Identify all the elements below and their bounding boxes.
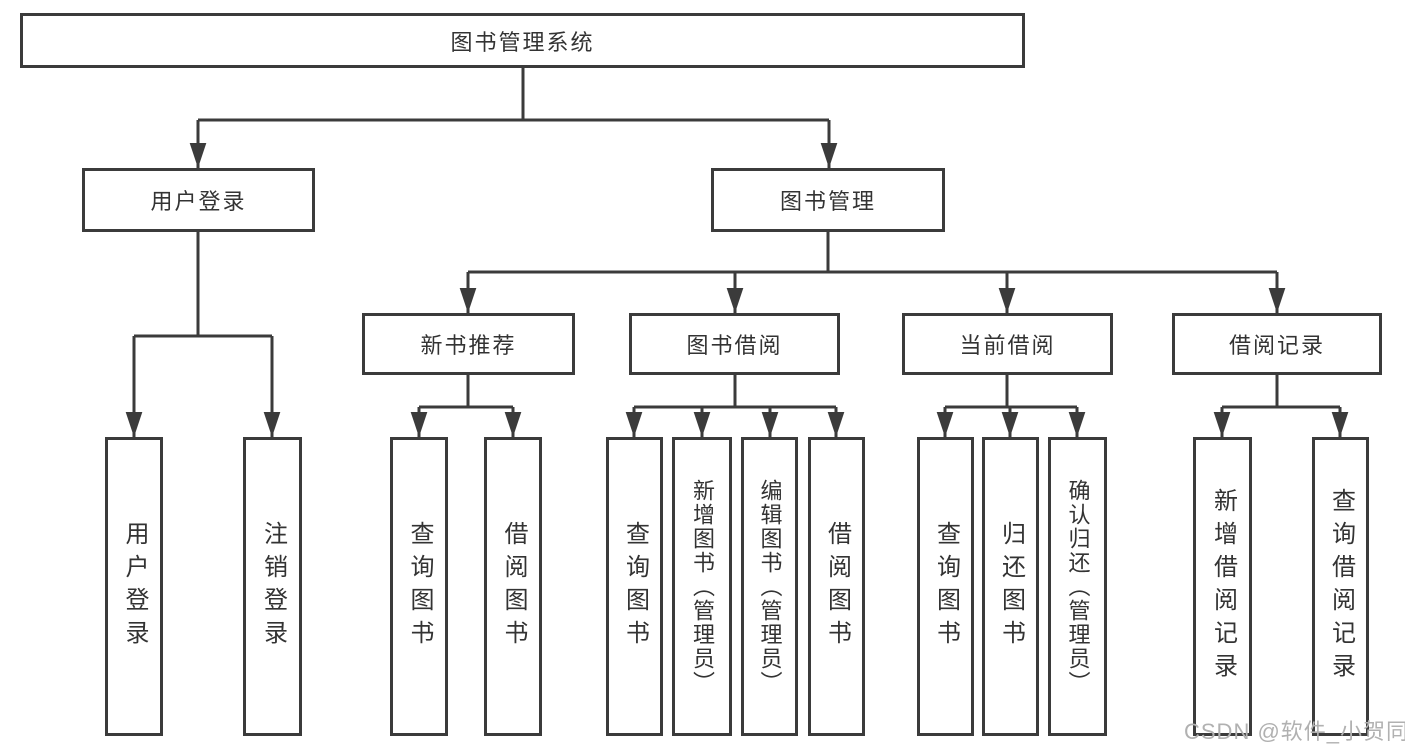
node-label: 图书管理系统 (450, 29, 595, 55)
node-book-borrowing: 图书借阅 (629, 313, 840, 375)
node-leaf-borrow-book-1: 借阅图书 (484, 437, 542, 736)
node-label: 归还图书 (997, 520, 1025, 653)
node-leaf-borrow-book-2: 借阅图书 (808, 437, 865, 736)
node-current-borrowing: 当前借阅 (902, 313, 1113, 375)
node-label: 查询借阅记录 (1327, 487, 1355, 686)
node-label: 图书借阅 (686, 333, 783, 358)
node-label: 借阅图书 (823, 520, 851, 653)
node-new-book-recommend: 新书推荐 (362, 313, 575, 375)
node-leaf-add-book-admin: 新增图书（管理员） (672, 437, 732, 736)
node-label: 当前借阅 (959, 333, 1056, 358)
node-root: 图书管理系统 (20, 13, 1025, 68)
node-leaf-confirm-return: 确认归还（管理员） (1048, 437, 1107, 736)
node-leaf-query-book-2: 查询图书 (606, 437, 663, 736)
node-leaf-logout: 注销登录 (243, 437, 302, 736)
node-leaf-edit-book-admin: 编辑图书（管理员） (741, 437, 798, 736)
node-label: 注销登录 (259, 520, 287, 653)
watermark: CSDN @软件_小贺同学 (1184, 719, 1405, 744)
node-leaf-return-book: 归还图书 (982, 437, 1039, 736)
node-label: 查询图书 (932, 520, 960, 653)
node-label: 编辑图书（管理员） (757, 478, 783, 695)
node-label: 新增借阅记录 (1209, 487, 1237, 686)
node-label: 确认归还（管理员） (1065, 478, 1091, 695)
node-label: 图书管理 (779, 189, 876, 214)
node-label: 查询图书 (406, 520, 433, 653)
node-label: 新增图书（管理员） (690, 478, 715, 695)
node-book-management: 图书管理 (711, 168, 945, 232)
node-label: 借阅图书 (500, 520, 527, 653)
node-leaf-add-borrow-rec: 新增借阅记录 (1193, 437, 1252, 736)
node-label: 用户登录 (150, 189, 247, 214)
node-label: 查询图书 (621, 520, 649, 653)
node-label: 借阅记录 (1228, 333, 1325, 358)
node-leaf-query-borrow-rec: 查询借阅记录 (1312, 437, 1369, 736)
node-borrowing-records: 借阅记录 (1172, 313, 1382, 375)
node-leaf-user-login: 用户登录 (105, 437, 163, 736)
node-label: 用户登录 (121, 520, 148, 653)
node-user-login: 用户登录 (82, 168, 315, 232)
node-label: 新书推荐 (420, 333, 517, 358)
node-leaf-query-book-1: 查询图书 (390, 437, 448, 736)
node-leaf-query-book-3: 查询图书 (917, 437, 974, 736)
